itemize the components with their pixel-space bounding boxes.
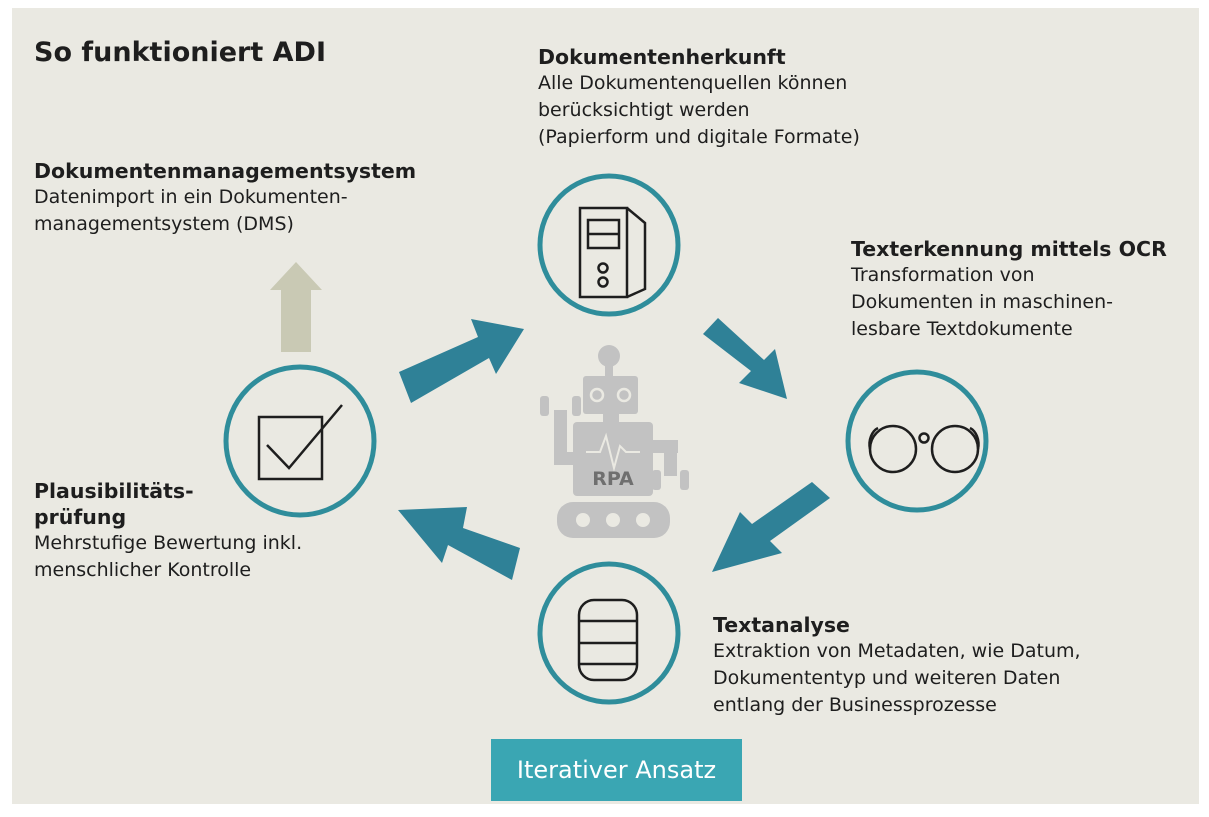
robot-details (576, 387, 650, 527)
herkunft-line-1: Alle Dokumentenquellen können (538, 72, 848, 94)
plausi-line-2: menschlicher Kontrolle (34, 559, 252, 581)
database-icon (577, 598, 639, 682)
computer-tower-icon (578, 206, 647, 299)
ocr-circle (845, 369, 989, 513)
iterative-approach-badge: Iterativer Ansatz (491, 739, 742, 801)
page-title: So funktioniert ADI (34, 37, 327, 68)
arrow-to-plausi (398, 507, 520, 580)
ocr-line-3: lesbare Textdokumente (851, 318, 1073, 340)
dms-line-2: managementsystem (DMS) (34, 213, 294, 235)
herkunft-heading: Dokumentenherkunft (538, 45, 786, 69)
textanalyse-text-block: Textanalyse Extraktion von Metadaten, wi… (713, 612, 1081, 719)
plausi-text-block: Plausibilitäts- prüfung Mehrstufige Bewe… (34, 478, 302, 584)
robot-icon (540, 345, 689, 538)
plausi-circle (223, 364, 377, 518)
ocr-line-1: Transformation von (851, 264, 1035, 286)
textanalyse-heading: Textanalyse (713, 613, 850, 637)
dms-text-block: Dokumentenmanagementsystem Datenimport i… (34, 158, 416, 238)
plausi-heading-line-2: prüfung (34, 505, 127, 529)
arrow-to-ocr (703, 318, 787, 399)
herkunft-line-3: (Papierform und digitale Formate) (538, 126, 860, 148)
arrow-to-textanalyse (712, 482, 830, 572)
ocr-line-2: Dokumenten in maschinen- (851, 291, 1113, 313)
herkunft-circle (537, 173, 681, 317)
textanalyse-line-2: Dokumententyp und weiteren Daten (713, 667, 1061, 689)
arrow-to-herkunft (399, 319, 524, 403)
plausi-heading-line-1: Plausibilitäts- (34, 479, 194, 503)
robot-label: RPA (592, 468, 634, 490)
textanalyse-line-3: entlang der Businessprozesse (713, 694, 997, 716)
dms-heading: Dokumentenmanagementsystem (34, 159, 417, 183)
ocr-heading: Texterkennung mittels OCR (851, 237, 1167, 261)
plausi-line-1: Mehrstufige Bewertung inkl. (34, 532, 303, 554)
textanalyse-line-1: Extraktion von Metadaten, wie Datum, (713, 640, 1081, 662)
herkunft-text-block: Dokumentenherkunft Alle Dokumentenquelle… (538, 44, 860, 151)
arrow-up-dms (270, 262, 322, 352)
ocr-text-block: Texterkennung mittels OCR Transformation… (851, 236, 1167, 343)
herkunft-line-2: berücksichtigt werden (538, 99, 750, 121)
dms-line-1: Datenimport in ein Dokumenten- (34, 186, 348, 208)
checkbox-icon (257, 404, 343, 481)
glasses-icon (868, 424, 980, 474)
textanalyse-circle (537, 561, 681, 705)
